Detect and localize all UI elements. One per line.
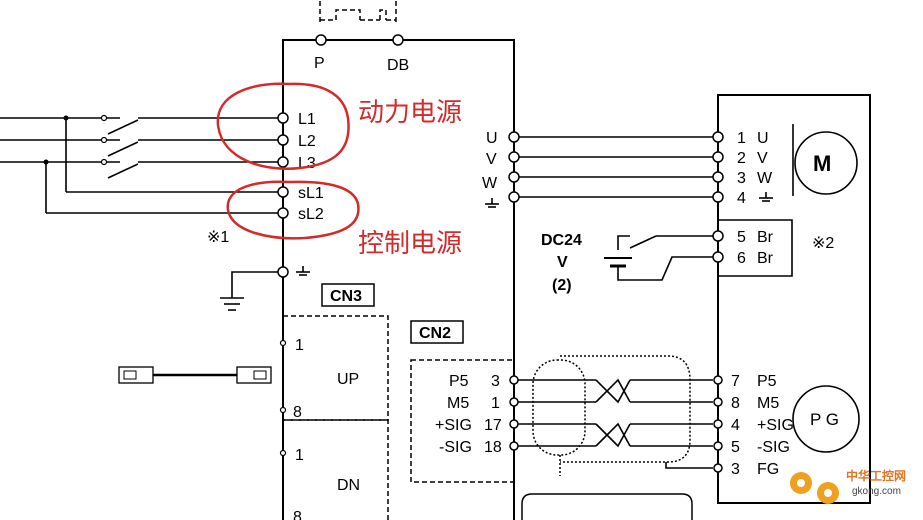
cn2-label-box — [410, 320, 464, 344]
power-input-wires — [0, 114, 283, 214]
terminal-p — [315, 34, 327, 46]
cn3-label-box — [321, 283, 375, 307]
label-sl1: sL1 — [298, 185, 324, 202]
brake-pin-5: 5 — [737, 229, 746, 246]
terminal-w — [508, 171, 520, 183]
enc-pin-3: 3 — [731, 461, 740, 478]
enc-label-nsig: -SIG — [757, 439, 790, 456]
ground-icon — [759, 192, 773, 202]
label-u: U — [486, 130, 498, 147]
terminal-ground-left — [277, 266, 289, 278]
red-circle-power — [216, 82, 350, 170]
ground-icon — [296, 266, 310, 276]
annotation-power-main: 动力电源 — [358, 98, 462, 128]
cn3-up-box — [283, 315, 389, 421]
enc-pin-8: 8 — [731, 395, 740, 412]
motor-label-v: V — [757, 150, 768, 167]
label-dc24: DC24 — [541, 232, 582, 249]
motor-pin-2: 2 — [737, 150, 746, 167]
label-v: V — [486, 151, 497, 168]
label-l3: L3 — [298, 155, 316, 172]
terminal-sl2 — [277, 207, 289, 219]
terminal-u — [508, 131, 520, 143]
cn3-pin1-up: 1 — [295, 337, 304, 354]
motor-power-wires — [519, 136, 713, 198]
earth-ground-icon — [220, 297, 244, 311]
encoder-symbol-label: P G — [810, 410, 839, 429]
terminal-l3 — [277, 156, 289, 168]
label-l1: L1 — [298, 111, 316, 128]
terminal-ground-out — [508, 191, 520, 203]
red-circle-control — [226, 180, 360, 240]
encoder-symbol — [792, 385, 860, 453]
encoder-wires — [518, 378, 713, 469]
enc-pin-4: 4 — [731, 417, 740, 434]
cn2-p5: P5 — [449, 373, 469, 390]
label-p: P — [314, 55, 325, 72]
enc-pin-7: 7 — [731, 373, 740, 390]
shield-inner — [532, 359, 586, 456]
label-up: UP — [337, 371, 359, 388]
motor-pin-3: 3 — [737, 170, 746, 187]
enc-pin-5: 5 — [731, 439, 740, 456]
db-resistor-box — [319, 0, 397, 22]
motor-pin-1: 1 — [737, 130, 746, 147]
terminal-sl1 — [277, 186, 289, 198]
label-db: DB — [387, 57, 409, 74]
motor-pin-4: 4 — [737, 190, 746, 207]
terminal-v — [508, 151, 520, 163]
note-1: ※1 — [207, 229, 229, 246]
motor-label-w: W — [757, 170, 773, 187]
ground-icon — [485, 198, 499, 208]
annotation-power-control: 控制电源 — [358, 229, 462, 259]
driver-bottom-box — [521, 493, 693, 520]
terminal-l2 — [277, 134, 289, 146]
label-dc24-v: V — [557, 254, 568, 271]
enc-label-fg: FG — [757, 461, 779, 478]
watermark-url: gkong.com — [852, 486, 901, 497]
enc-label-m5: M5 — [757, 395, 779, 412]
cn2-psig-pin: 17 — [484, 417, 502, 434]
enc-label-psig: +SIG — [757, 417, 794, 434]
terminal-l1 — [277, 112, 289, 124]
cn2-m5-pin: 1 — [491, 395, 500, 412]
label-l2: L2 — [298, 133, 316, 150]
cn3-pin8-dn: 8 — [293, 509, 302, 520]
cn2-p5-pin: 3 — [491, 373, 500, 390]
cn3-pin8-up: 8 — [293, 404, 302, 421]
ethernet-cable-icon — [118, 366, 272, 384]
cn3-dn-box — [283, 419, 389, 520]
cn2-nsig: -SIG — [439, 439, 472, 456]
cn2-m5: M5 — [447, 395, 469, 412]
enc-label-p5: P5 — [757, 373, 777, 390]
motor-symbol-label: M — [813, 151, 831, 176]
terminal-db — [392, 34, 404, 46]
shield-outer — [560, 355, 691, 463]
watermark-title: 中华工控网 — [846, 468, 906, 483]
gear-icon — [790, 472, 839, 504]
motor-symbol — [794, 131, 858, 195]
motor-box — [717, 94, 871, 504]
cn3-pin1-dn: 1 — [295, 447, 304, 464]
brake-pin-6: 6 — [737, 250, 746, 267]
label-sl2: sL2 — [298, 206, 324, 223]
brake-label-5: Br — [757, 229, 774, 246]
motor-label-u: U — [757, 130, 769, 147]
label-dn: DN — [337, 477, 360, 494]
label-cn3: CN3 — [330, 288, 362, 305]
cn2-nsig-pin: 18 — [484, 439, 502, 456]
cn2-psig: +SIG — [435, 417, 472, 434]
brake-label-6: Br — [757, 250, 774, 267]
brake-circuit — [604, 235, 713, 281]
label-dc24-note: (2) — [552, 277, 572, 294]
label-w: W — [482, 175, 498, 192]
label-cn2: CN2 — [419, 325, 451, 342]
watermark-logo: 中华工控网 gkong.com — [790, 468, 906, 504]
note-2: ※2 — [812, 235, 834, 252]
